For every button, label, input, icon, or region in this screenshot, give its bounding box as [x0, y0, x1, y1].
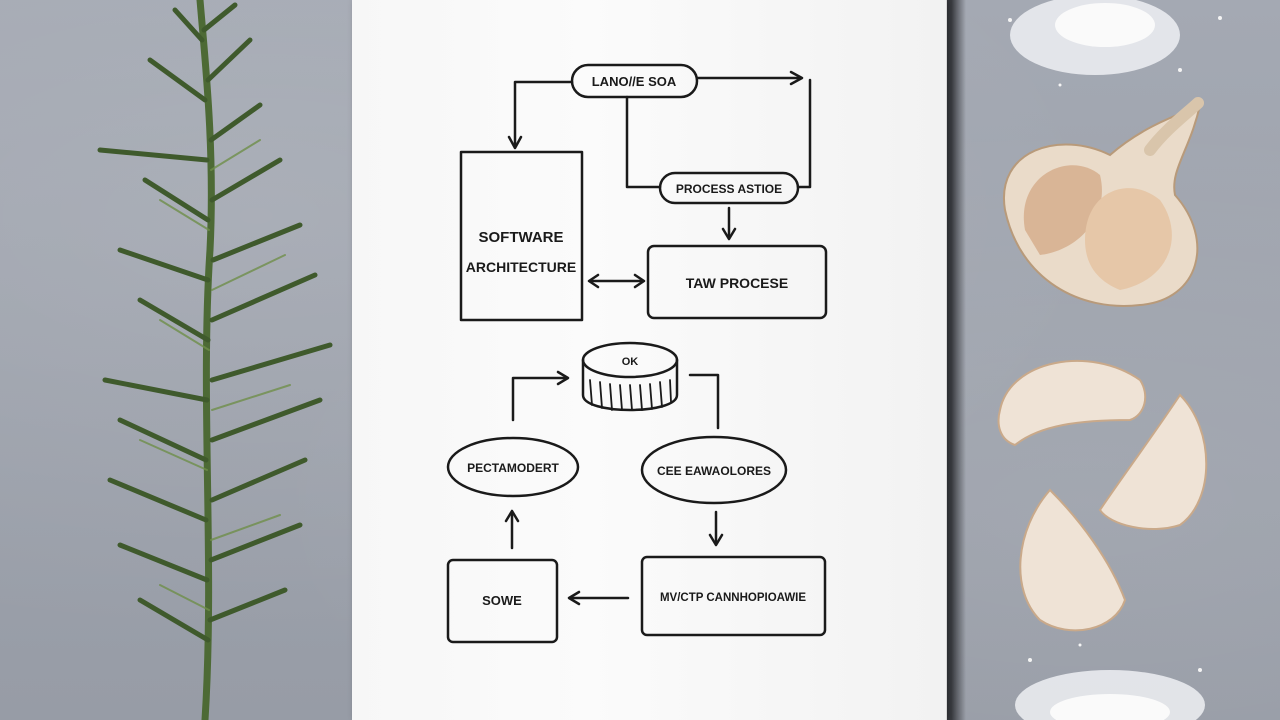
- sketch-left-box: [459, 150, 584, 322]
- sketch-right-oval-label: CEE EAWAOLORES: [657, 464, 771, 478]
- sketch-labels: LANO//E SOA PROCESS ASTIOE SOFTWARE ARCH…: [466, 74, 807, 608]
- sketch-top-pill-label: LANO//E SOA: [592, 74, 677, 89]
- salt-pile-bottom: [1015, 643, 1205, 720]
- sketch-bottom-left-box: [446, 558, 559, 644]
- sketch-bottom-left-box-label: SOWE: [482, 593, 522, 608]
- rosemary-sprig: [97, 0, 333, 720]
- garlic-clove-2: [1098, 393, 1208, 531]
- sketch-right-pill-label: PROCESS ASTIOE: [676, 182, 782, 196]
- sketch-right-box: [646, 244, 828, 320]
- sketch-left-box-line2: ARCHITECTURE: [466, 259, 576, 275]
- garlic-clove-1: [997, 359, 1147, 447]
- sketch-drum: [581, 341, 679, 412]
- salt-pile-top: [1008, 0, 1222, 87]
- garlic-clove-3: [1019, 488, 1127, 632]
- sketch-bottom-right-box: [640, 555, 827, 637]
- sketch-right-pill: [658, 171, 800, 205]
- sketch-right-box-label: TAW PROCESE: [686, 275, 788, 291]
- sketch-left-oval: [446, 436, 580, 498]
- garlic-bulb: [1002, 97, 1204, 307]
- sketch-left-box-line1: SOFTWARE: [479, 229, 564, 246]
- sketch-diagram: [446, 63, 828, 644]
- sketch-bottom-right-box-label: MV/CTP CANNHOPIOAWIE: [660, 592, 806, 604]
- sketch-drum-label: OK: [622, 356, 639, 368]
- sketch-left-oval-label: PECTAMODERT: [467, 461, 559, 475]
- sketch-right-oval: [640, 435, 788, 505]
- notebook-page: [352, 0, 947, 720]
